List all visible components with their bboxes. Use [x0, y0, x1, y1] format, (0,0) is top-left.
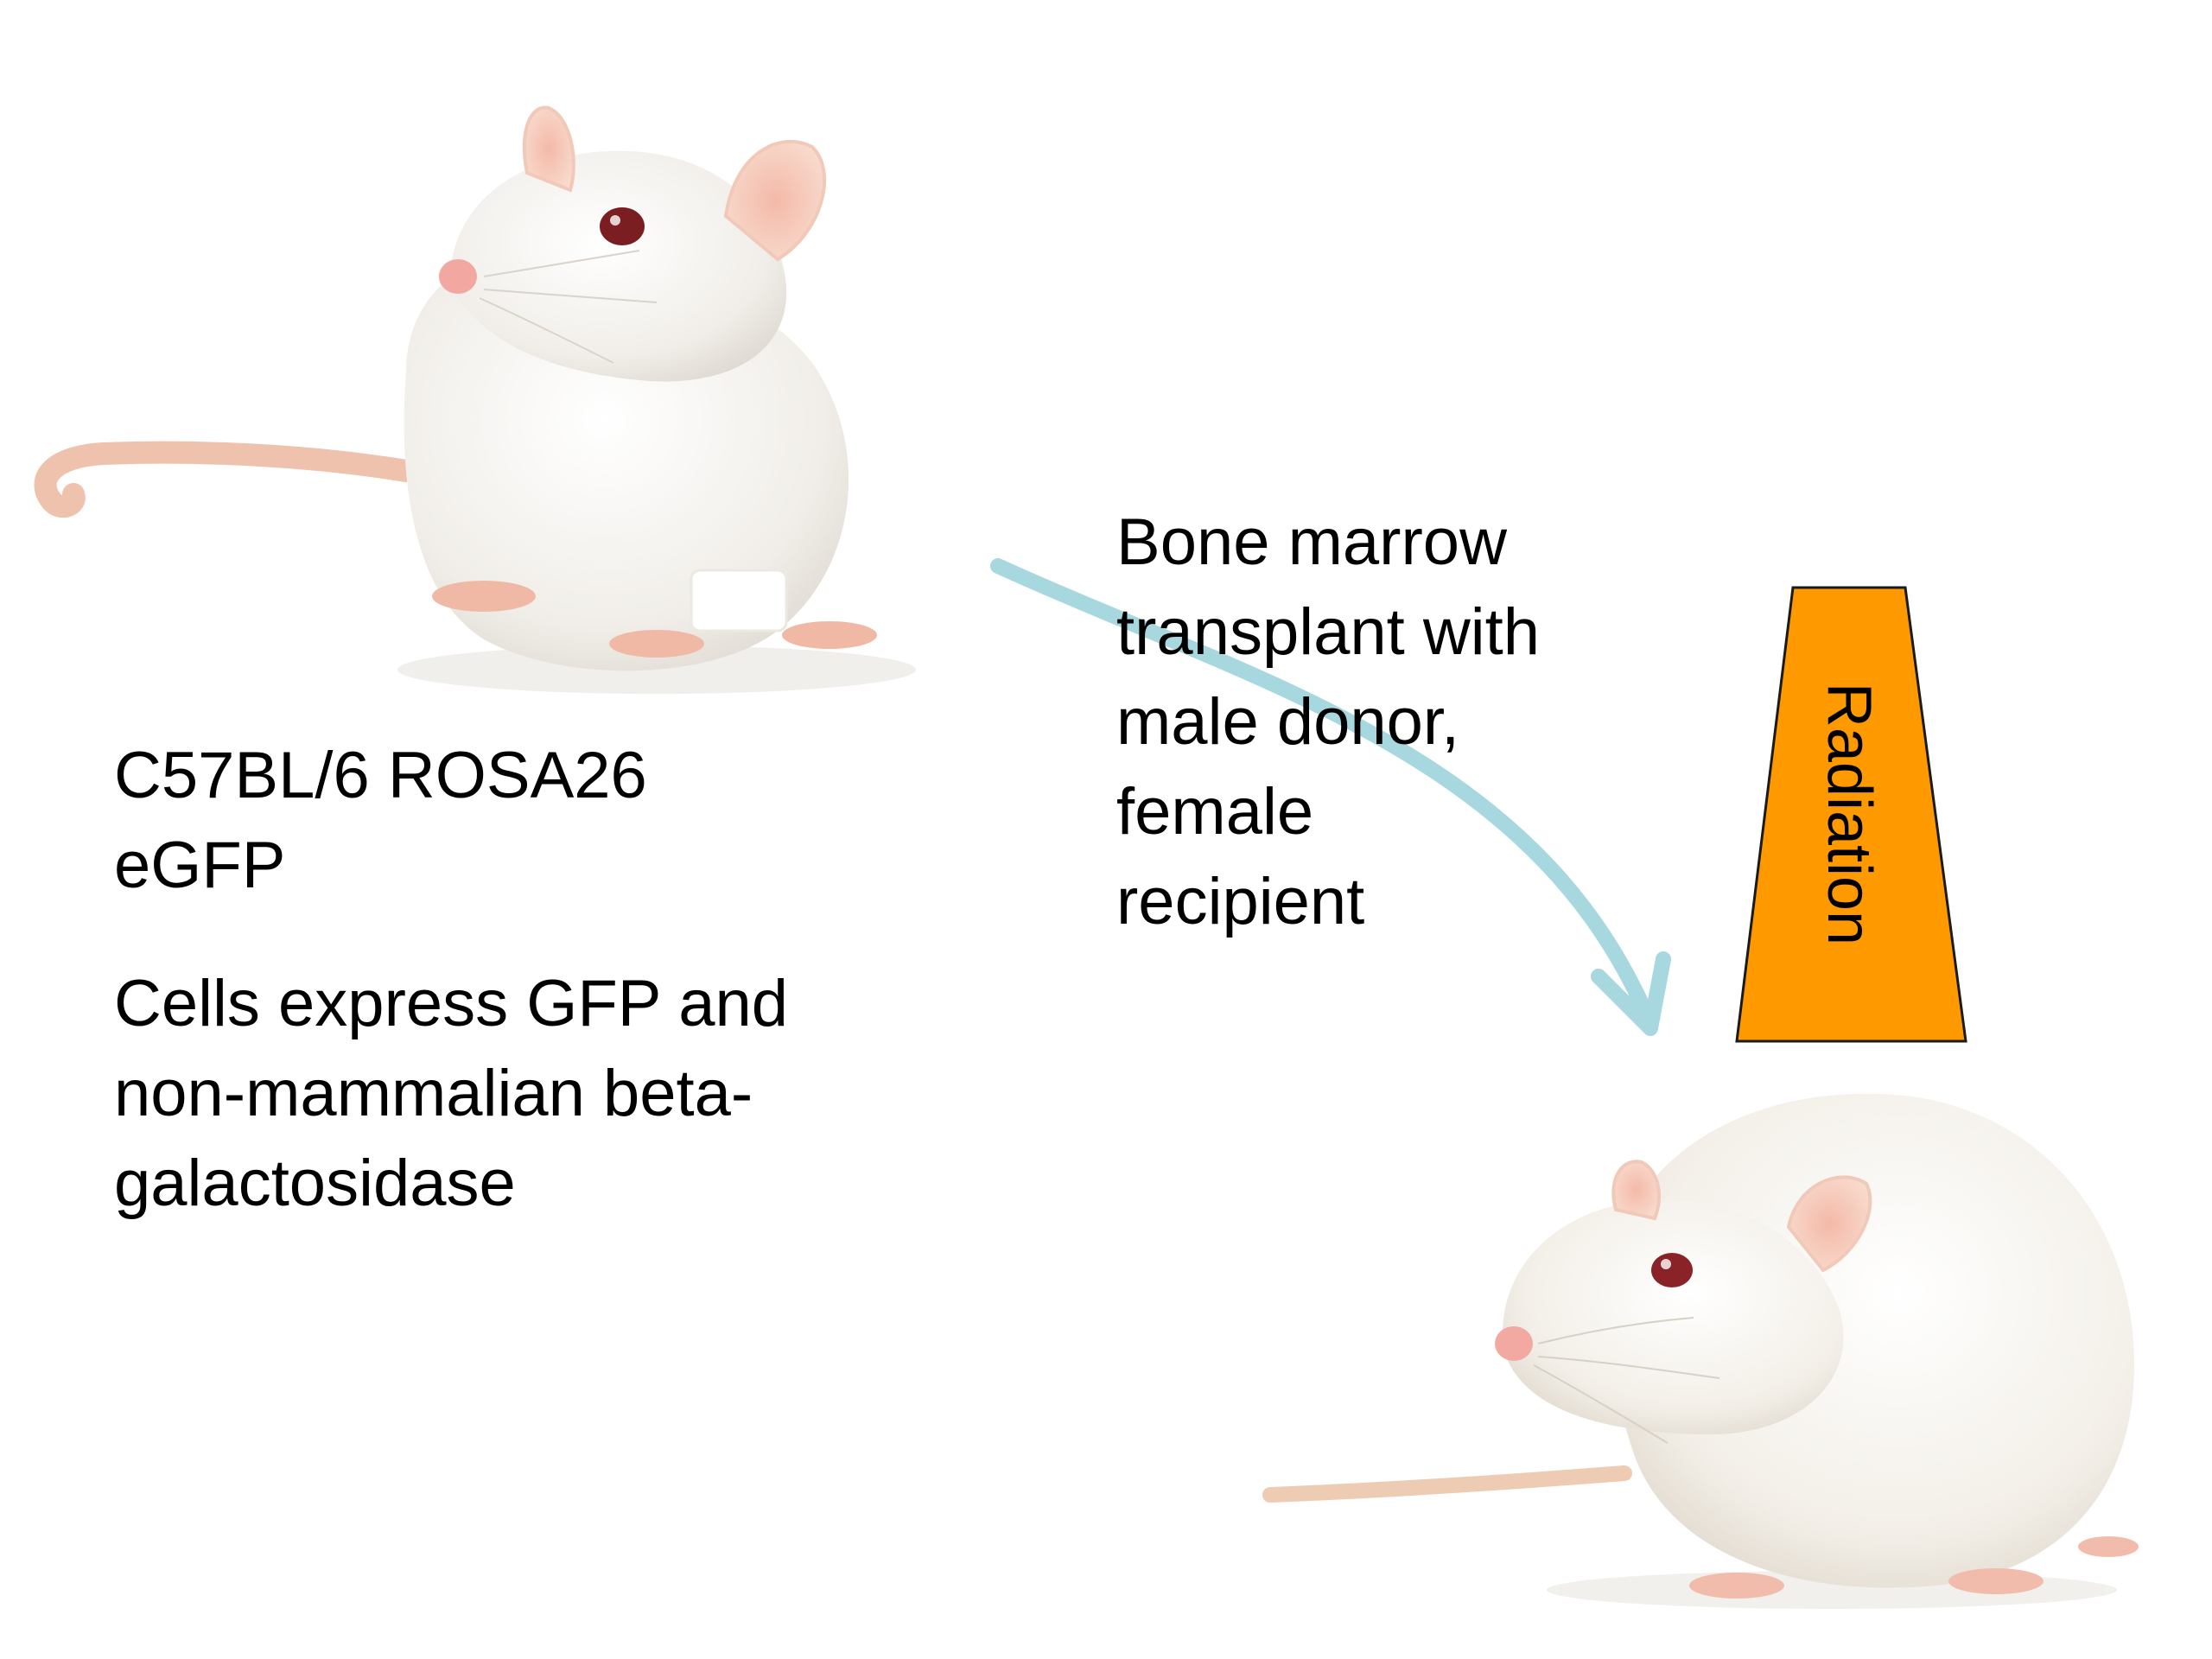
donor-strain-line: C57BL/6 ROSA26: [114, 739, 647, 812]
procedure-line: male donor,: [1116, 685, 1460, 759]
donor-strain-label: C57BL/6 ROSA26 eGFP: [114, 731, 874, 911]
donor-mouse-image: [34, 105, 916, 694]
procedure-label: Bone marrow transplant with male donor, …: [1116, 498, 1652, 947]
procedure-line: recipient: [1116, 865, 1365, 938]
procedure-line: transplant with: [1116, 595, 1541, 669]
donor-description-line: non-mammalian beta-: [114, 1057, 753, 1130]
donor-strain-line: eGFP: [114, 829, 286, 902]
radiation-shape: [1735, 586, 1967, 1043]
procedure-line: Bone marrow: [1116, 505, 1507, 579]
donor-description: Cells express GFP and non-mammalian beta…: [114, 959, 909, 1229]
donor-description-line: galactosidase: [114, 1147, 516, 1220]
procedure-line: female: [1116, 775, 1314, 849]
transplant-arrow: [990, 558, 1671, 1036]
radiation-label: Radiation: [1815, 682, 1884, 946]
donor-description-line: Cells express GFP and: [114, 967, 789, 1040]
recipient-rat-image: [1262, 1093, 2139, 1609]
